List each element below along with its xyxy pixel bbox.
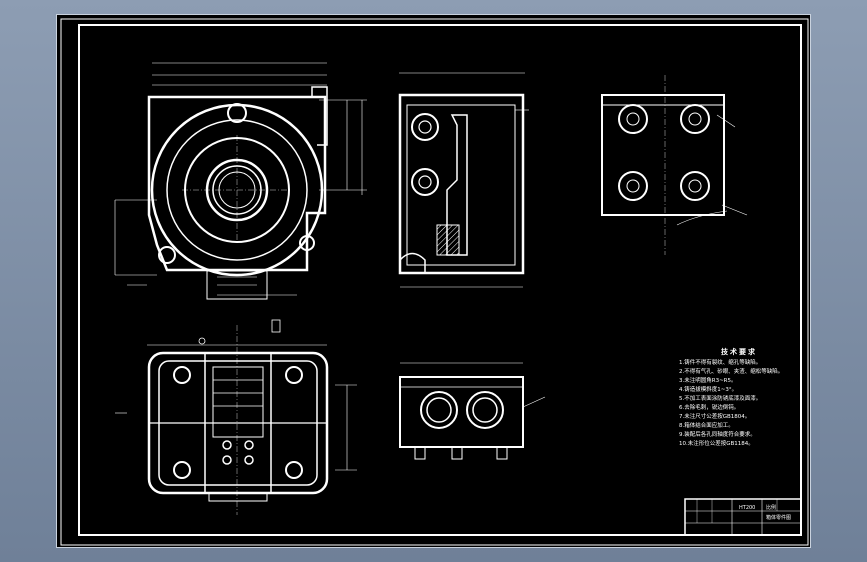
requirement-item: 6.去除毛刺，锐边倒钝。: [679, 405, 740, 411]
requirement-item: 4.铸造拔模斜度1~3°。: [679, 387, 738, 393]
title-block-scale: 比例: [766, 504, 776, 511]
title-block-text-layer: HT200 比例 箱体零件图: [739, 504, 791, 521]
side-section-view: [398, 72, 529, 288]
rear-view: [601, 75, 748, 255]
requirement-item: 3.未注明圆角R3~R5。: [679, 378, 737, 384]
plan-view: [115, 319, 357, 515]
cad-drawing: [60, 18, 809, 546]
bottom-view: [399, 362, 546, 460]
requirement-item: 1.铸件不得有裂纹、缩孔等缺陷。: [679, 360, 762, 366]
requirement-item: 10.未注形位公差按GB1184。: [679, 441, 754, 447]
outer-border: [60, 18, 809, 546]
requirement-item: 7.未注尺寸公差按GB1804。: [679, 414, 751, 420]
title-block: [684, 498, 802, 536]
technical-requirements-title: 技术要求: [721, 348, 757, 356]
technical-requirements: 技术要求 1.铸件不得有裂纹、缩孔等缺陷。 2.不得有气孔、砂眼、夹渣、缩松等缺…: [679, 348, 799, 449]
drawing-sheet: HT200 比例 箱体零件图 技术要求 1.铸件不得有裂纹、缩孔等缺陷。 2.不…: [56, 14, 811, 548]
requirement-item: 2.不得有气孔、砂眼、夹渣、缩松等缺陷。: [679, 369, 784, 375]
title-block-name: 箱体零件图: [766, 514, 791, 521]
title-block-material: HT200: [739, 505, 755, 511]
requirement-item: 8.箱体结合面应加工。: [679, 423, 734, 429]
requirement-item: 9.装配后各孔同轴度符合要求。: [679, 432, 756, 438]
requirement-item: 5.不加工表面涂防锈底漆及面漆。: [679, 396, 762, 402]
front-view: [114, 62, 367, 300]
inner-border: [78, 24, 802, 536]
